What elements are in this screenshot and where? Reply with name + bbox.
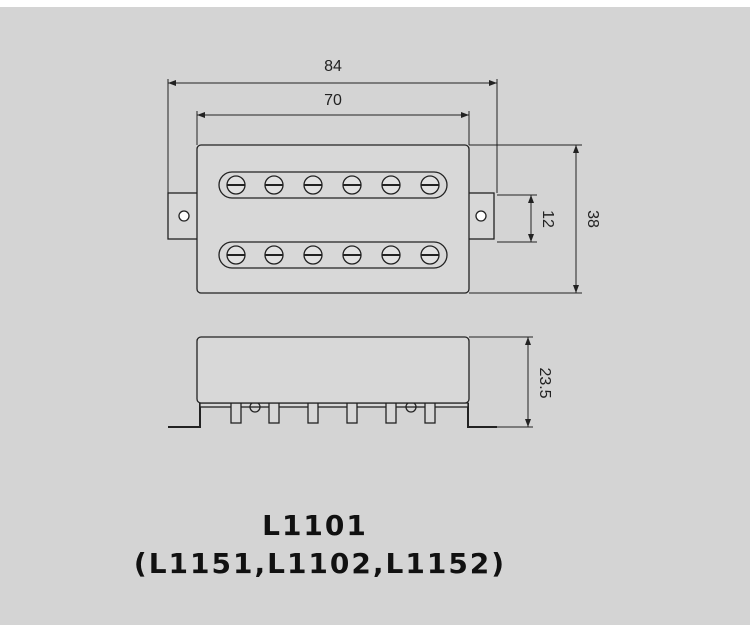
pole-leg	[346, 402, 358, 424]
drawing-sheet: 84 70 38 12 23.5 L1101 (L1151,L1102,L115…	[0, 7, 750, 625]
side-view	[168, 336, 497, 428]
dim-label-23-5: 23.5	[536, 367, 553, 398]
model-variants: (L1151,L1102,L1152)	[133, 547, 507, 580]
pole-leg	[268, 402, 280, 424]
pole-row-bottom	[218, 241, 448, 269]
left-mounting-hole	[178, 210, 190, 222]
pole-leg	[230, 402, 242, 424]
right-mounting-hole	[475, 210, 487, 222]
dim-label-12: 12	[539, 210, 556, 228]
pickup-cover	[196, 144, 470, 294]
pole-screws-top	[226, 175, 440, 195]
pole-screws-bottom	[226, 245, 440, 265]
dim-label-84: 84	[324, 58, 342, 75]
pole-leg	[424, 402, 436, 424]
dim-label-38: 38	[584, 210, 601, 228]
left-flange	[168, 403, 201, 428]
right-flange	[467, 403, 497, 428]
top-view	[167, 144, 495, 294]
dimension-arrows	[168, 80, 579, 427]
pole-leg	[385, 402, 397, 424]
side-cover	[196, 336, 470, 404]
model-number: L1101	[262, 509, 368, 542]
pickup-technical-drawing: 84 70 38 12 23.5	[167, 58, 601, 428]
pole-row-top	[218, 171, 448, 199]
pole-leg	[307, 402, 319, 424]
dim-label-70: 70	[324, 92, 342, 109]
